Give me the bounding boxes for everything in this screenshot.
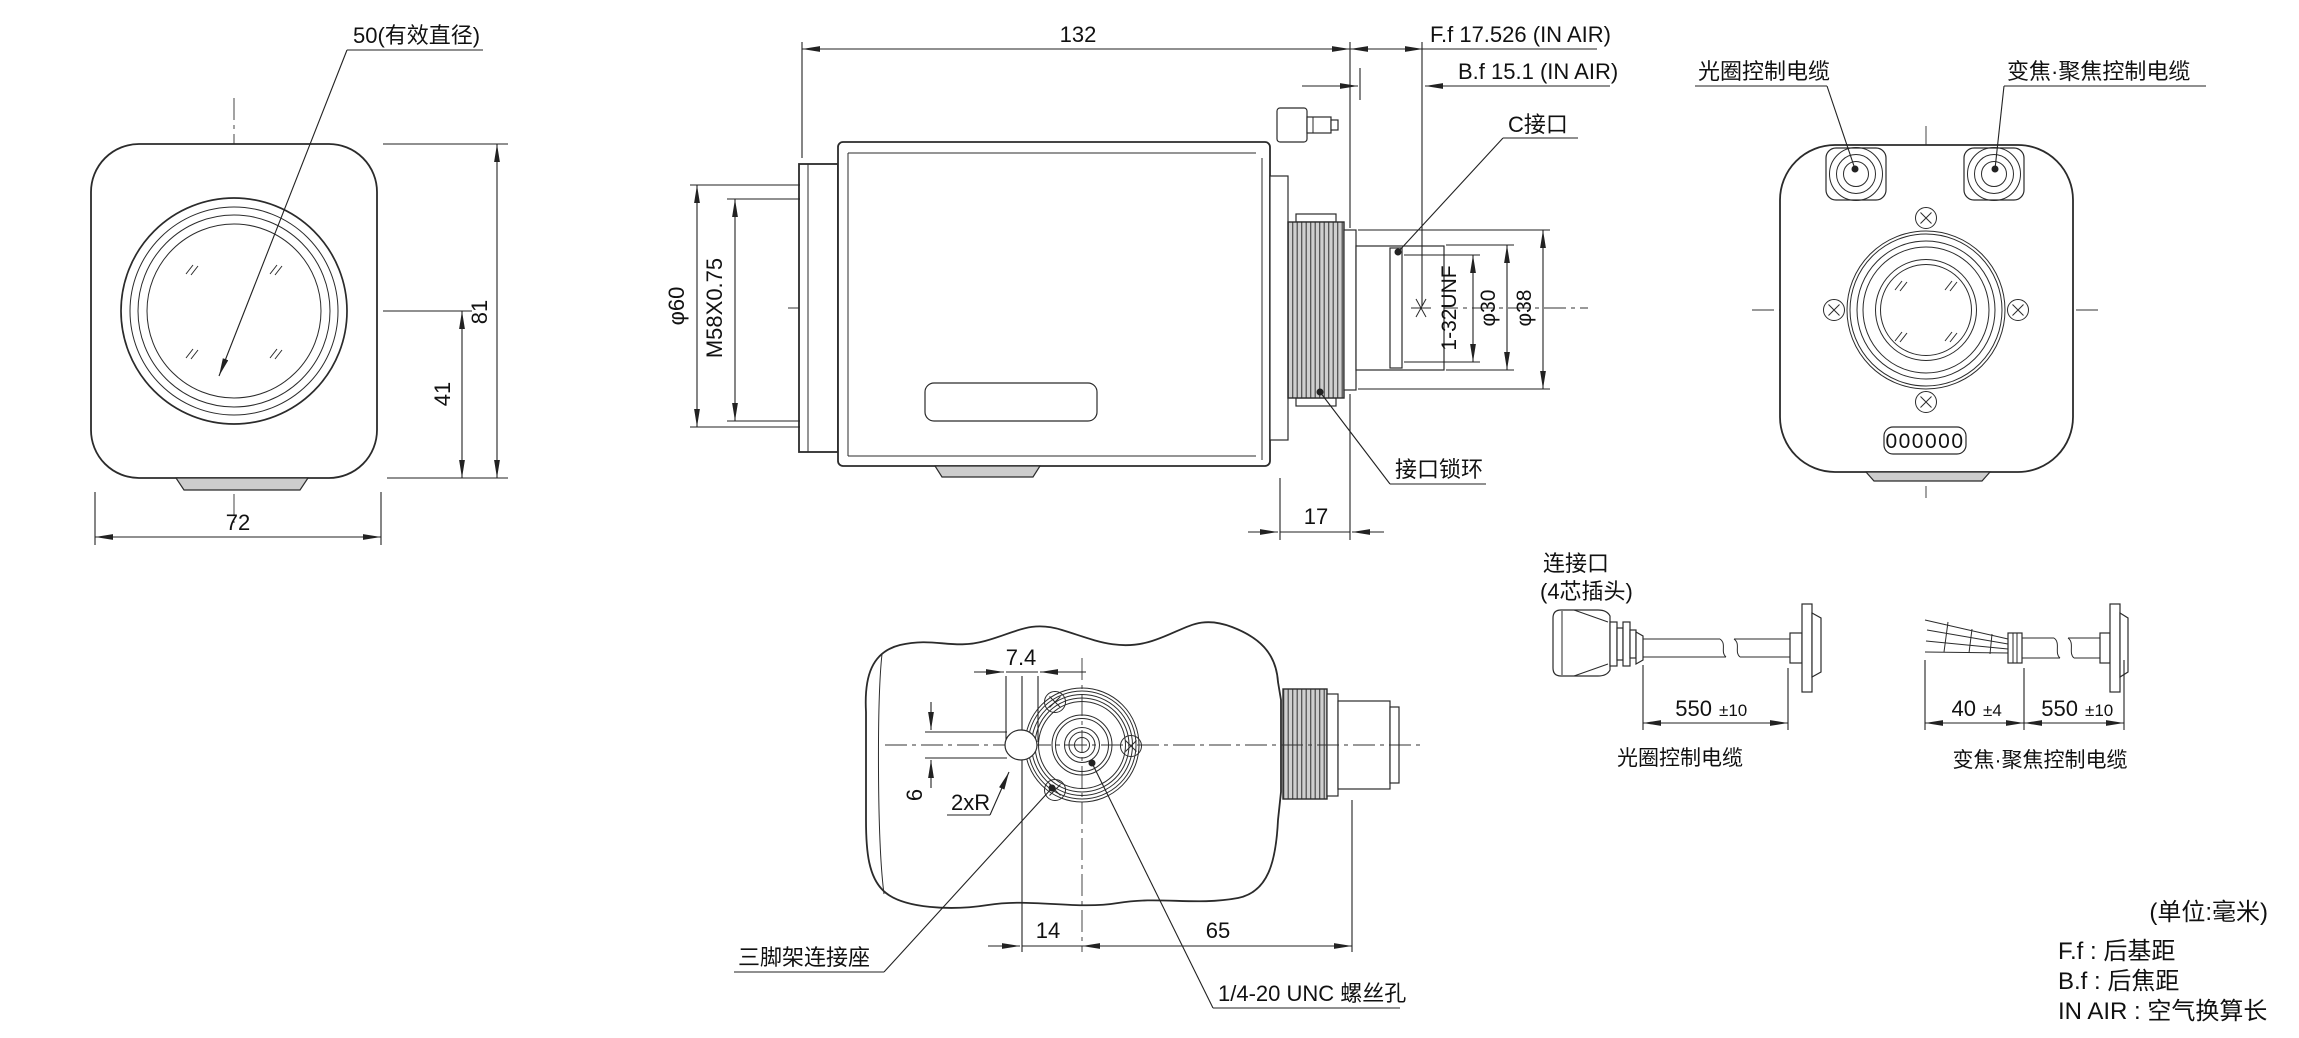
dim-mount-thread: 1-32UNF	[1438, 265, 1461, 350]
leader-dot	[1048, 784, 1056, 792]
dim-slot-offset: 7.4	[1006, 645, 1037, 670]
connector-label-line2: (4芯插头)	[1540, 579, 1633, 604]
dim-width: 72	[226, 510, 250, 535]
bf-definition: B.f : 后焦距	[2058, 968, 2179, 995]
side-cmount-ring	[1389, 247, 1403, 369]
leader-dot	[1991, 165, 1999, 173]
front-view: 50(有效直径) 81 41 72	[90, 23, 508, 545]
slot-radius-label: 2xR	[951, 790, 990, 815]
side-view: 132 F.f 17.526 (IN AIR) B.f 15.1 (IN AIR…	[664, 22, 1618, 540]
tripod-mount-label: 三脚架连接座	[738, 945, 870, 970]
iris-cable-drawing: 连接口 (4芯插头) 550 ±10 光圈控制电缆	[1540, 551, 1822, 770]
lock-ring-label: 接口锁环	[1395, 457, 1483, 482]
notes: (单位:毫米) F.f : 后基距 B.f : 后焦距 IN AIR : 空气换…	[2058, 899, 2268, 1025]
iris-cable-end	[1801, 603, 1813, 693]
leader-dot	[1316, 388, 1324, 396]
focal-plane-mark	[1411, 298, 1431, 318]
wire-crimp	[2007, 632, 2023, 664]
dim-center-offset: 14	[1036, 918, 1060, 943]
dim-flange-focal: F.f 17.526 (IN AIR)	[1430, 22, 1611, 47]
iris-cable-name: 光圈控制电缆	[1617, 747, 1743, 770]
leader-dot	[1851, 165, 1859, 173]
dim-height-total: 81	[467, 300, 492, 324]
zoom-focus-cable-drawing: 40 ±4 550 ±10 变焦·聚焦控制电缆	[1924, 603, 2129, 772]
zoom-focus-cable-name: 变焦·聚焦控制电缆	[1953, 749, 2128, 772]
lock-ring-cap	[1295, 213, 1337, 223]
units-note: (单位:毫米)	[2149, 899, 2268, 926]
leader-dot	[1394, 248, 1402, 256]
dim-rear-length: 17	[1304, 504, 1328, 529]
front-lens	[120, 197, 348, 425]
iris-connector	[1825, 147, 1887, 201]
zoom-focus-cable-line	[2022, 637, 2100, 659]
iris-cable-ferrule	[1789, 632, 1803, 664]
side-foot	[933, 465, 1042, 478]
leader-dot	[1088, 759, 1096, 767]
serial-number: 000000	[1885, 430, 1964, 453]
bare-wires	[1924, 619, 2009, 655]
in-air-definition: IN AIR : 空气换算长	[2058, 998, 2267, 1025]
rear-foot	[1864, 471, 1992, 482]
side-flange-ring	[1343, 229, 1357, 391]
side-lock-ring	[1287, 221, 1345, 399]
iris-cable-plug	[1552, 609, 1644, 677]
front-body	[90, 143, 378, 479]
side-cable-gland	[1276, 107, 1339, 143]
iris-cable-length-tol: ±10	[1719, 701, 1747, 720]
effective-diameter-leader	[218, 49, 348, 377]
iris-cable-line	[1643, 638, 1790, 658]
zoom-focus-cable-length: 550	[2041, 696, 2078, 721]
zoom-focus-ferrule	[2099, 632, 2111, 664]
dim-front-diameter: φ60	[664, 287, 689, 326]
iris-cable-length: 550	[1675, 696, 1712, 721]
c-mount-label: C接口	[1508, 112, 1568, 137]
side-label-recess	[924, 382, 1098, 422]
dim-height-axis: 41	[430, 382, 455, 406]
bottom-body-outline	[864, 621, 1282, 909]
rear-view: 000000 光圈控制电缆 变焦·聚焦控制电缆	[1695, 59, 2206, 498]
dim-length: 132	[1060, 22, 1097, 47]
iris-cable-label: 光圈控制电缆	[1698, 59, 1830, 84]
front-foot	[174, 477, 310, 491]
zoom-focus-cable-label: 变焦·聚焦控制电缆	[2007, 59, 2190, 84]
rear-mount	[1846, 230, 2006, 390]
dim-rear-offset: 65	[1206, 918, 1230, 943]
zoom-focus-connector	[1963, 147, 2025, 201]
ff-definition: F.f : 后基距	[2058, 938, 2175, 965]
bottom-view: 7.4 6 2xR 14 65 三脚架连接座 1/4-20 UNC 螺丝孔	[734, 621, 1420, 1009]
connector-label-line1: 连接口	[1543, 551, 1609, 576]
locating-slot	[1004, 729, 1038, 761]
bottom-lock-ring	[1282, 688, 1328, 800]
serial-badge	[1883, 426, 1967, 455]
side-front-bezel	[798, 163, 839, 453]
bare-wire-length: 40	[1952, 696, 1976, 721]
dim-front-thread: M58X0.75	[702, 258, 727, 358]
dim-dia-38: φ38	[1513, 290, 1536, 327]
dim-dia-30: φ30	[1477, 290, 1500, 327]
zoom-focus-cable-end	[2109, 603, 2121, 693]
screw-hole-label: 1/4-20 UNC 螺丝孔	[1218, 981, 1406, 1006]
dim-slot-width: 6	[902, 789, 927, 801]
zoom-focus-cable-length-tol: ±10	[2085, 701, 2113, 720]
bare-wire-length-tol: ±4	[1983, 701, 2002, 720]
dim-back-focal: B.f 15.1 (IN AIR)	[1458, 59, 1618, 84]
effective-diameter-label: 50(有效直径)	[353, 23, 480, 48]
side-rear-plate	[1269, 175, 1289, 441]
